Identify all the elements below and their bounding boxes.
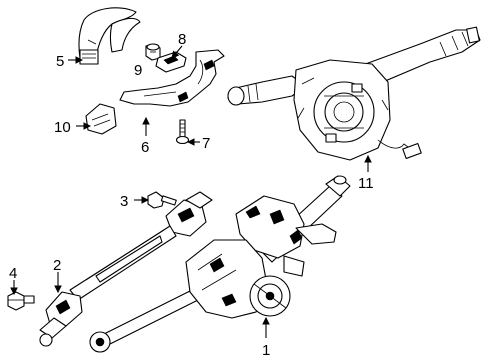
intermediate-shaft-part (39, 191, 213, 347)
callout-labels: 1 2 3 4 5 6 7 8 9 10 11 (9, 31, 374, 359)
callout-2: 2 (53, 257, 61, 274)
upper-shroud-part (78, 7, 141, 65)
callout-6: 6 (141, 139, 149, 156)
combination-switch-part (227, 26, 481, 161)
callout-1: 1 (262, 342, 270, 359)
bolt-part-3 (147, 191, 177, 209)
lower-shroud-part (119, 49, 225, 107)
callout-7: 7 (202, 135, 210, 152)
callout-10: 10 (54, 119, 71, 136)
steering-column-part (89, 175, 351, 353)
callout-11: 11 (358, 175, 374, 192)
bolt-part-4 (7, 291, 35, 311)
callout-9: 9 (134, 62, 142, 79)
leader-8 (171, 45, 183, 59)
callout-leaders (10, 45, 372, 338)
callout-5: 5 (56, 53, 64, 70)
screw-part-7 (175, 119, 190, 145)
callout-3: 3 (120, 193, 128, 210)
switch-housing-part-10 (85, 103, 117, 135)
callout-4: 4 (9, 265, 17, 282)
callout-8: 8 (178, 31, 186, 48)
